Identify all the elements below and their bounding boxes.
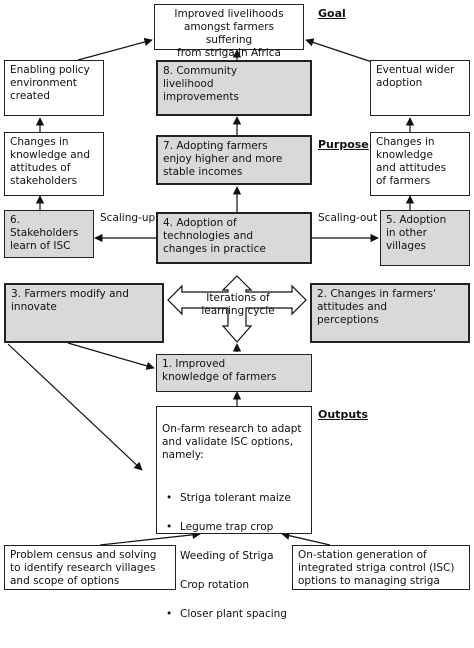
on-farm-intro: On-farm research to adapt and validate I… [162,423,302,461]
changes-attitudes-box: 2. Changes in farmers' attitudes and per… [310,283,470,343]
farmers-modify-box: 3. Farmers modify and innovate [4,283,164,343]
other-villages-box: 5. Adoption in other villages [380,210,470,266]
iterations-label: Iterations of learning cycle [201,292,275,317]
arrow-policy-to-goal [77,37,153,61]
on-station-box: On-station generation of integrated stri… [292,545,470,590]
scaling-out-label: Scaling-out [318,212,378,224]
problem-census-box: Problem census and solving to identify r… [4,545,176,590]
isc-option: Weeding of Striga [162,548,306,564]
farmers-changes-box: Changes in knowledge and attitudes of fa… [370,132,470,196]
iteration-cross-arrow [167,275,307,343]
isc-options-list: Striga tolerant maize Legume trap crop W… [162,477,306,635]
isc-option: Closer plant spacing [162,606,306,622]
connector-layer [7,37,415,546]
isc-option: Striga tolerant maize [162,490,306,506]
arrow-census-to-onfarm [99,530,201,546]
stakeholders-changes-box: Changes in knowledge and attitudes of st… [4,132,104,196]
goal-box: Improved livelihoods amongst farmers suf… [154,4,304,59]
improved-knowledge-box: 1. Improved knowledge of farmers [156,354,312,392]
arrow-wider-to-goal [305,38,373,63]
wider-adoption-box: Eventual wider adoption [370,60,470,116]
policy-box: Enabling policy environment created [4,60,104,116]
isc-option: Legume trap crop [162,519,306,535]
adoption-box: 4. Adoption of technologies and changes … [156,212,312,264]
arrow-3-to-onfarm [7,343,143,471]
header-goal: Goal [318,7,346,20]
adopting-farmers-box: 7. Adopting farmers enjoy higher and mor… [156,135,312,185]
isc-option: Crop rotation [162,577,306,593]
on-farm-research-box: On-farm research to adapt and validate I… [156,406,312,622]
stakeholders-learn-box: 6. Stakeholders learn of ISC [4,210,94,258]
header-outputs: Outputs [318,408,368,421]
arrow-3-to-1 [67,342,155,370]
header-purpose: Purpose [318,138,369,151]
scaling-up-label: Scaling-up [100,212,156,224]
arrow-onstation-to-onfarm [281,531,331,546]
community-box: 8. Community livelihood improvements [156,60,312,116]
